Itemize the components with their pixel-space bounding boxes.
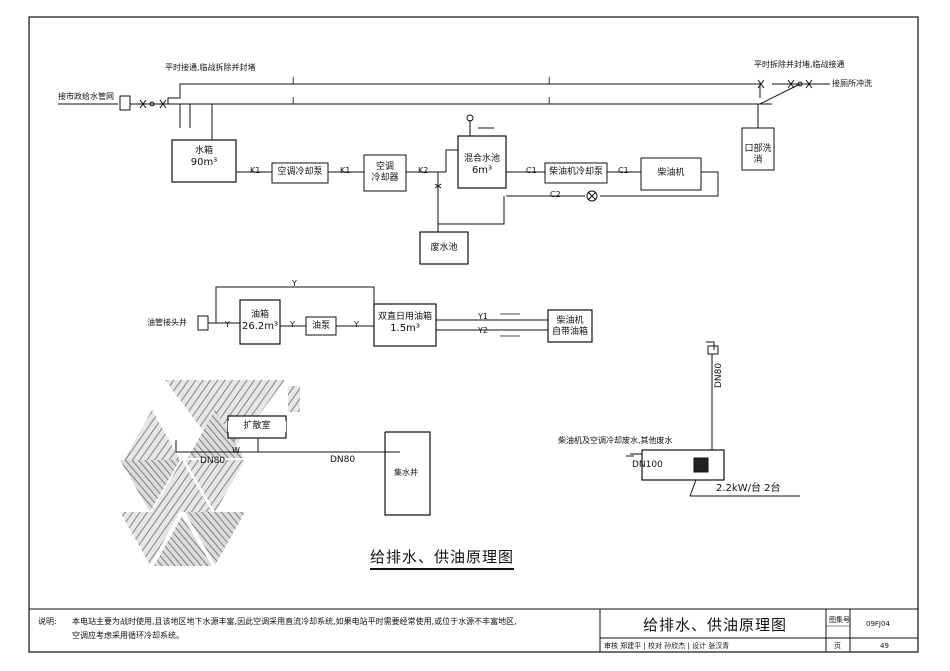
dn-label-vertical: DN80 (714, 362, 724, 388)
toilet-wash: 口部洗消 (744, 144, 772, 165)
dn-label-left: DN80 (200, 456, 226, 466)
label-valve-right: 平时拆除并封堵,临战接通 (754, 60, 845, 69)
diesel-self-tank: 柴油机 自带油箱 (548, 316, 592, 338)
label-municipal-pipe: 接市政给水管网 (58, 92, 114, 101)
diagram-title: 给排水、供油原理图 (370, 546, 515, 570)
pipe-label-k1: K1 (340, 166, 351, 175)
signature-row: 审核 郑建平 | 校对 孙欣杰 | 设计 张汉青 (604, 642, 730, 650)
waste-pool: 废水池 (430, 243, 458, 253)
sump-pit: 集水井 (394, 468, 418, 477)
oil-supply-system (197, 286, 593, 347)
sheet-frame (28, 16, 919, 653)
label-oil-inlet: 油管接头井 (147, 318, 187, 327)
dn-label-mid: DN80 (330, 455, 356, 465)
pipe-label-y: Y (225, 320, 230, 329)
diesel-cooling-pump: 柴油机冷却泵 (548, 167, 603, 177)
oil-tank: 油箱 26.2m³ (240, 310, 280, 332)
pipe-label-j: J (292, 96, 295, 105)
pipe-label-y: Y (354, 320, 359, 329)
water-tank: 水箱 90m³ (172, 146, 236, 168)
oil-tank-volume: 26.2m³ (241, 321, 278, 332)
notes-prefix: 说明: (38, 617, 57, 626)
pipe-label-y: Y (292, 279, 297, 288)
pipe-label-y2: Y2 (478, 326, 488, 335)
atlas-number: 09FJ04 (866, 620, 890, 628)
pipe-label-j: J (292, 76, 295, 85)
diesel-engine: 柴油机 (657, 168, 685, 178)
water-tank-name: 水箱 (194, 146, 213, 156)
pipe-label-c1: C1 (618, 166, 629, 175)
diesel-self-tank-line1: 柴油机 (556, 316, 584, 326)
label-to-toilet: 接厕所冲洗 (832, 79, 872, 88)
dn-label-right: DN100 (632, 460, 663, 470)
page-label: 页 (834, 642, 841, 650)
ac-cooling-pump: 空调冷却泵 (277, 167, 323, 177)
mix-pool-name: 混合水池 (463, 154, 500, 164)
pipe-label-j: J (548, 76, 551, 85)
ac-cooler: 空调 冷却器 (364, 162, 406, 184)
mix-pool: 混合水池 6m³ (458, 154, 506, 176)
day-oil-tank-name: 双直日用油箱 (377, 312, 432, 322)
mix-pool-volume: 6m³ (471, 165, 493, 176)
label-valve-left: 平时接通,临战拆除并封堵 (165, 63, 256, 72)
drain-source-label: 柴油机及空调冷却废水,其他废水 (558, 436, 673, 445)
pipe-label-k2: K2 (418, 166, 429, 175)
day-oil-tank: 双直日用油箱 1.5m³ (374, 312, 436, 334)
pipe-label-y: Y (290, 320, 295, 329)
day-oil-tank-volume: 1.5m³ (390, 323, 420, 334)
ac-cooler-line2: 冷却器 (371, 173, 399, 183)
hatched-structure (120, 380, 300, 566)
ac-cooler-line1: 空调 (375, 162, 394, 172)
pipe-label-k1: K1 (250, 166, 261, 175)
water-supply-system (58, 79, 830, 265)
title-block-title: 给排水、供油原理图 (642, 616, 787, 634)
diffusion-room: 扩散室 (228, 421, 286, 432)
pipe-label-y1: Y1 (478, 312, 488, 321)
oil-tank-name: 油箱 (250, 310, 269, 320)
pipe-label-c2: C2 (550, 190, 561, 199)
pump-spec: 2.2kW/台 2台 (716, 483, 781, 494)
water-tank-volume: 90m³ (190, 157, 218, 168)
pipe-label-j: J (548, 96, 551, 105)
title-block-lines (599, 609, 918, 652)
pipe-label-c1: C1 (526, 166, 537, 175)
oil-pump: 油泵 (311, 321, 330, 331)
pipe-label-w: W (232, 446, 240, 455)
atlas-number-label: 图集号 (829, 616, 850, 624)
notes-line2: 空调应考虑采用循环冷却系统。 (72, 631, 184, 640)
diesel-self-tank-line2: 自带油箱 (551, 327, 588, 337)
page-number: 49 (880, 642, 889, 650)
notes-line1: 本电站主要为战时使用,且该地区地下水源丰富,因此空调采用直流冷却系统,如果电站平… (72, 617, 517, 626)
